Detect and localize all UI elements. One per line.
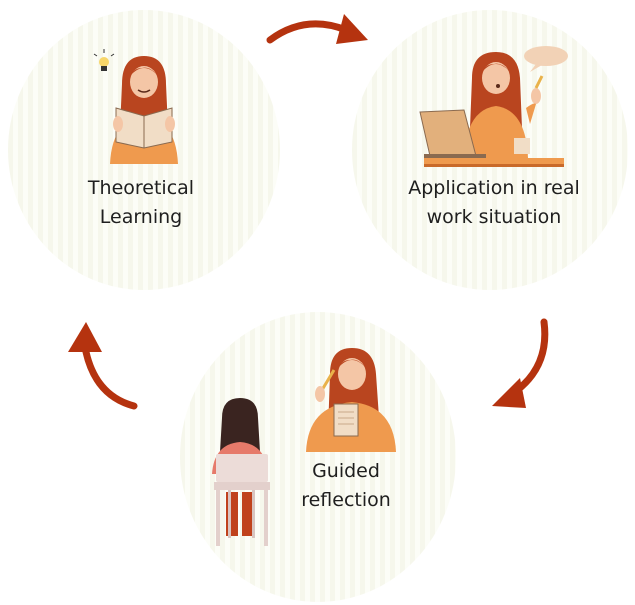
guided-reflection-label: Guided reflection — [276, 457, 416, 515]
speech-bubble-icon — [524, 46, 568, 72]
label-line: Theoretical — [87, 177, 195, 199]
woman-reading-illustration — [93, 49, 178, 164]
lightbulb-icon — [93, 49, 115, 71]
woman-with-notepad-illustration — [306, 348, 396, 452]
label-line: work situation — [426, 206, 562, 228]
chair-icon — [214, 454, 270, 546]
woman-at-laptop-illustration — [419, 46, 568, 167]
theoretical-learning-label: Theoretical Learning — [60, 174, 222, 232]
seated-student-illustration — [212, 398, 270, 546]
label-line: Learning — [99, 206, 183, 228]
application-label: Application in real work situation — [388, 174, 600, 232]
pencil-icon — [320, 369, 336, 391]
label-line: Application in real — [408, 177, 580, 199]
label-line: Guided — [312, 460, 380, 482]
laptop-icon — [419, 109, 486, 158]
label-line: reflection — [301, 489, 391, 511]
